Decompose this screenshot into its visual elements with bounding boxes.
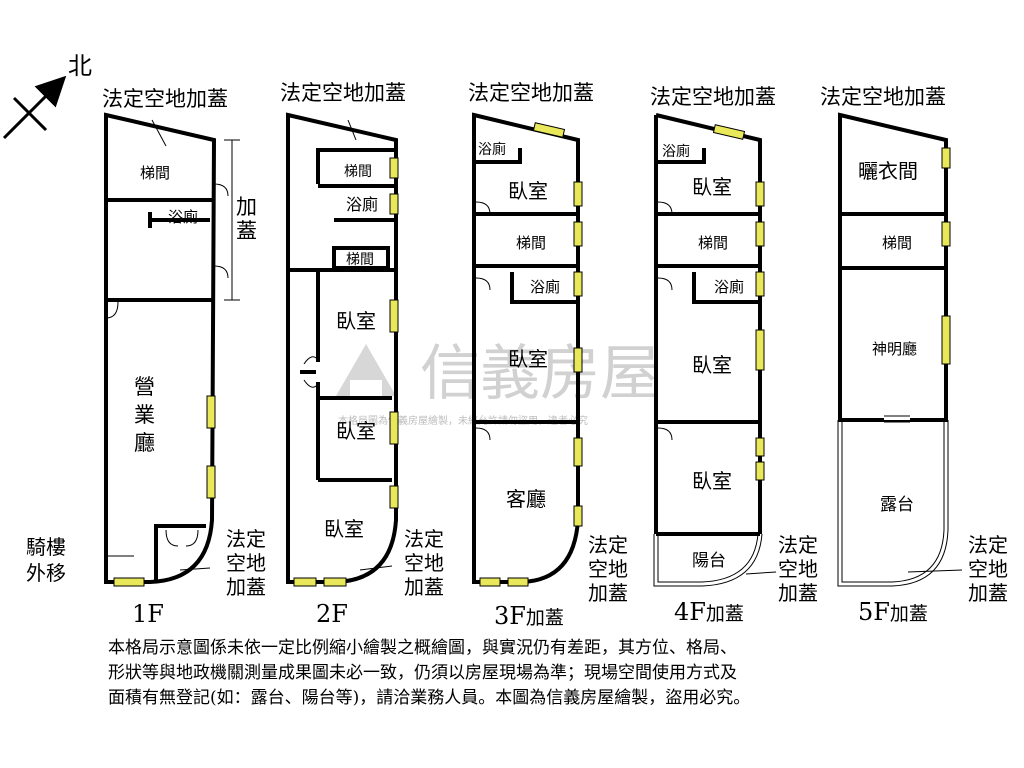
disclaimer: 本格局示意圖係未依一定比例縮小繪製之概繪圖，與實況仍有差距，其方位、格局、 形狀… [108,636,988,711]
floor-2f-bottom-2: 空地 [404,551,444,575]
floor-4f-bottom-2: 空地 [778,557,818,581]
floor-3f-bedroom2: 臥室 [508,347,548,371]
watermark-brand: 信義房屋 [420,339,660,409]
floor-5f-windows [941,147,951,365]
floor-2f-bath: 浴廁 [346,195,378,214]
floor-3f-bath: 浴廁 [530,278,560,296]
floor-3f-top-label: 法定空地加蓋 [468,81,594,105]
disclaimer-line: 本格局示意圖係未依一定比例縮小繪製之概繪圖，與實況仍有差距，其方位、格局、 [108,638,737,658]
floor-4f-balcony [653,533,777,587]
floor-3f-stair: 梯間 [516,234,546,252]
floor-1f-shop-3: 廳 [134,431,155,455]
floor-3f-bottom-3: 加蓋 [588,581,628,605]
floor-5f-shrine: 神明廳 [872,340,917,358]
floor-1f-arcade-2: 外移 [26,561,66,585]
floor-4f-bedroom2: 臥室 [692,353,732,377]
floor-2f-label: 2F [316,600,348,628]
floor-4f-label: 4F加蓋 [674,598,744,626]
floor-1f-bottom-1: 法定 [226,527,266,551]
floor-5f [838,112,948,422]
floor-1f-bottom-3: 加蓋 [226,575,266,599]
floor-2f [286,112,398,584]
floor-5f-stair: 梯間 [882,234,912,252]
floor-4f-bath: 浴廁 [714,278,744,296]
floor-3f-label: 3F加蓋 [494,602,564,630]
floor-4f-balcony: 陽台 [692,551,726,571]
floor-2f-bottom-1: 法定 [404,527,444,551]
floor-2f-bedroom1: 臥室 [336,309,376,333]
floor-2f-bedroom2: 臥室 [336,419,376,443]
floor-3f-bath-top: 浴廁 [478,141,506,158]
floor-1f-windows [113,395,216,587]
floor-5f-top-label: 法定空地加蓋 [820,85,946,109]
floor-1f-shop-2: 業 [134,403,155,427]
floor-1f-bottom-2: 空地 [226,551,266,575]
floor-1f-bath: 浴廁 [168,208,198,226]
floor-4f [654,113,762,536]
floor-5f-terrace [837,415,963,587]
floor-5f-bottom-1: 法定 [968,533,1008,557]
floor-1f-side-label-1: 加 [236,195,257,219]
floor-4f-bath-top: 浴廁 [662,143,690,160]
floor-3f-bottom-2: 空地 [588,557,628,581]
floor-1f [104,112,240,584]
floor-4f-bedroom3: 臥室 [692,469,732,493]
floor-5f-bottom-2: 空地 [968,557,1008,581]
floor-5f-label: 5F加蓋 [858,598,928,626]
north-label: 北 [68,52,92,80]
floor-2f-bottom-3: 加蓋 [404,575,444,599]
floor-4f-stair: 梯間 [698,234,728,252]
floor-4f-bedroom1: 臥室 [692,175,732,199]
floor-1f-shop-1: 營 [134,375,155,399]
disclaimer-line: 形狀等與地政機關測量成果圖未必一致，仍須以房屋現場為準；現場空間使用方式及 [108,663,737,683]
watermark: 信義房屋 本格局圖為信義房屋繪製，未經允許請勿盜用，違者必究 [336,339,660,427]
floor-1f-label: 1F [132,600,164,628]
floor-2f-top-label: 法定空地加蓋 [280,81,406,105]
floor-1f-side-label-2: 蓋 [236,219,257,243]
floor-4f-top-label: 法定空地加蓋 [650,85,776,109]
floor-5f-laundry: 曬衣間 [858,159,918,183]
disclaimer-line: 面積有無登記(如：露台、陽台等)，請洽業務人員。本圖為信義房屋繪製，盜用必究。 [108,688,751,708]
compass: 北 [2,52,92,140]
floor-2f-stair: 梯間 [344,164,372,180]
floor-1f-arcade-1: 騎樓 [26,535,66,559]
floor-5f-terrace: 露台 [880,495,914,515]
floor-3f-living: 客廳 [506,487,546,511]
floor-3f-windows [479,122,583,587]
floor-3f-bottom-1: 法定 [588,533,628,557]
floor-5f-bottom-3: 加蓋 [968,581,1008,605]
floor-4f-windows [712,124,765,481]
floor-1f-top-label: 法定空地加蓋 [102,87,228,111]
floor-2f-bedroom3: 臥室 [324,517,364,541]
floor-4f-bottom-3: 加蓋 [778,581,818,605]
floor-2f-windows [293,157,399,587]
floor-4f-bottom-1: 法定 [778,533,818,557]
floor-3f-bedroom1: 臥室 [508,179,548,203]
floor-2f-stair2: 梯間 [346,252,374,268]
floor-1f-stair: 梯間 [140,164,170,182]
